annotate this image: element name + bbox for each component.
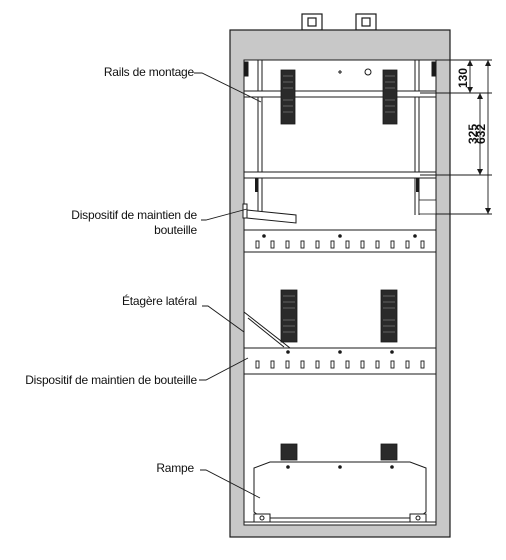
bottle-holder-top-clip <box>242 203 297 224</box>
label-ramp: Rampe <box>156 461 194 475</box>
ramp <box>253 461 427 519</box>
cabinet-interior <box>243 59 437 526</box>
upper-vent-slats <box>283 75 395 113</box>
bottle-holder-bottom-slots <box>255 360 425 369</box>
label-holder-top-line1: Dispositif de maintien de <box>71 208 197 222</box>
label-shelf: Étagère latéral <box>122 293 197 308</box>
top-hinge-right <box>355 13 377 31</box>
dimension-632: 632 <box>474 124 488 144</box>
label-holder-top-line2: bouteille <box>154 223 197 237</box>
label-rails: Rails de montage <box>104 65 195 79</box>
bottle-holder-top-slots <box>255 240 425 249</box>
label-holder-bottom: Dispositif de maintien de bouteille <box>25 373 197 387</box>
middle-vents <box>280 289 398 343</box>
bottom-vents <box>280 443 398 461</box>
bottle-holder-top <box>243 229 437 253</box>
dimension-arrows <box>467 60 491 214</box>
top-hinge-left <box>301 13 323 31</box>
rail-brackets <box>255 178 437 215</box>
upper-vents <box>280 69 398 125</box>
dimension-325: 325 <box>466 124 480 144</box>
dimension-130: 130 <box>456 68 470 88</box>
bottle-holder-bottom <box>243 347 437 375</box>
ramp-feet <box>244 513 436 523</box>
middle-vent-slats <box>283 295 395 333</box>
leader-lines <box>194 72 262 499</box>
